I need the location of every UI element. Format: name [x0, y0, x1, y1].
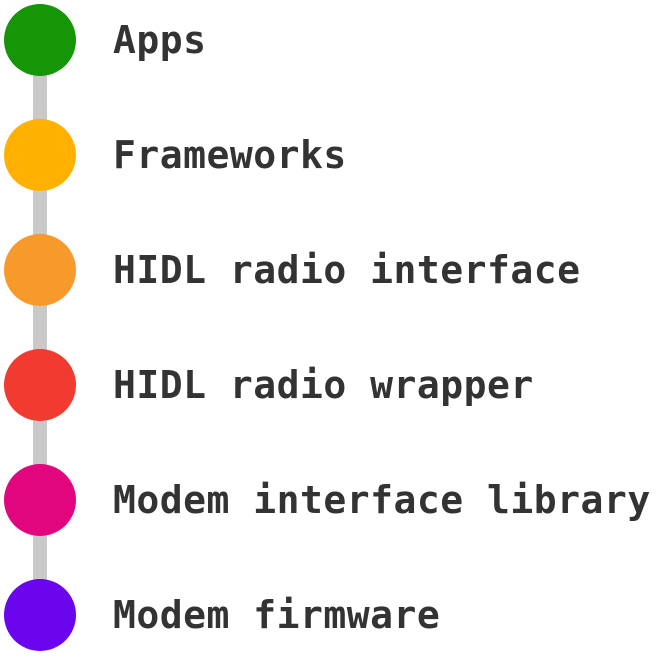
layer-circle-icon-amber	[4, 119, 76, 191]
layer-circle-icon-orange	[4, 234, 76, 306]
layer-circle-icon-violet	[4, 579, 76, 651]
layer-label: HIDL radio wrapper	[113, 363, 534, 407]
layer-label: Modem interface library	[113, 478, 651, 522]
layer-circle-icon-magenta	[4, 464, 76, 536]
layer-circle-icon-green	[4, 4, 76, 76]
layer-label: Frameworks	[113, 133, 347, 177]
layer-circle-icon-red	[4, 349, 76, 421]
layer-label: Apps	[113, 18, 207, 62]
layer-label: Modem firmware	[113, 593, 441, 637]
layer-label: HIDL radio interface	[113, 248, 581, 292]
